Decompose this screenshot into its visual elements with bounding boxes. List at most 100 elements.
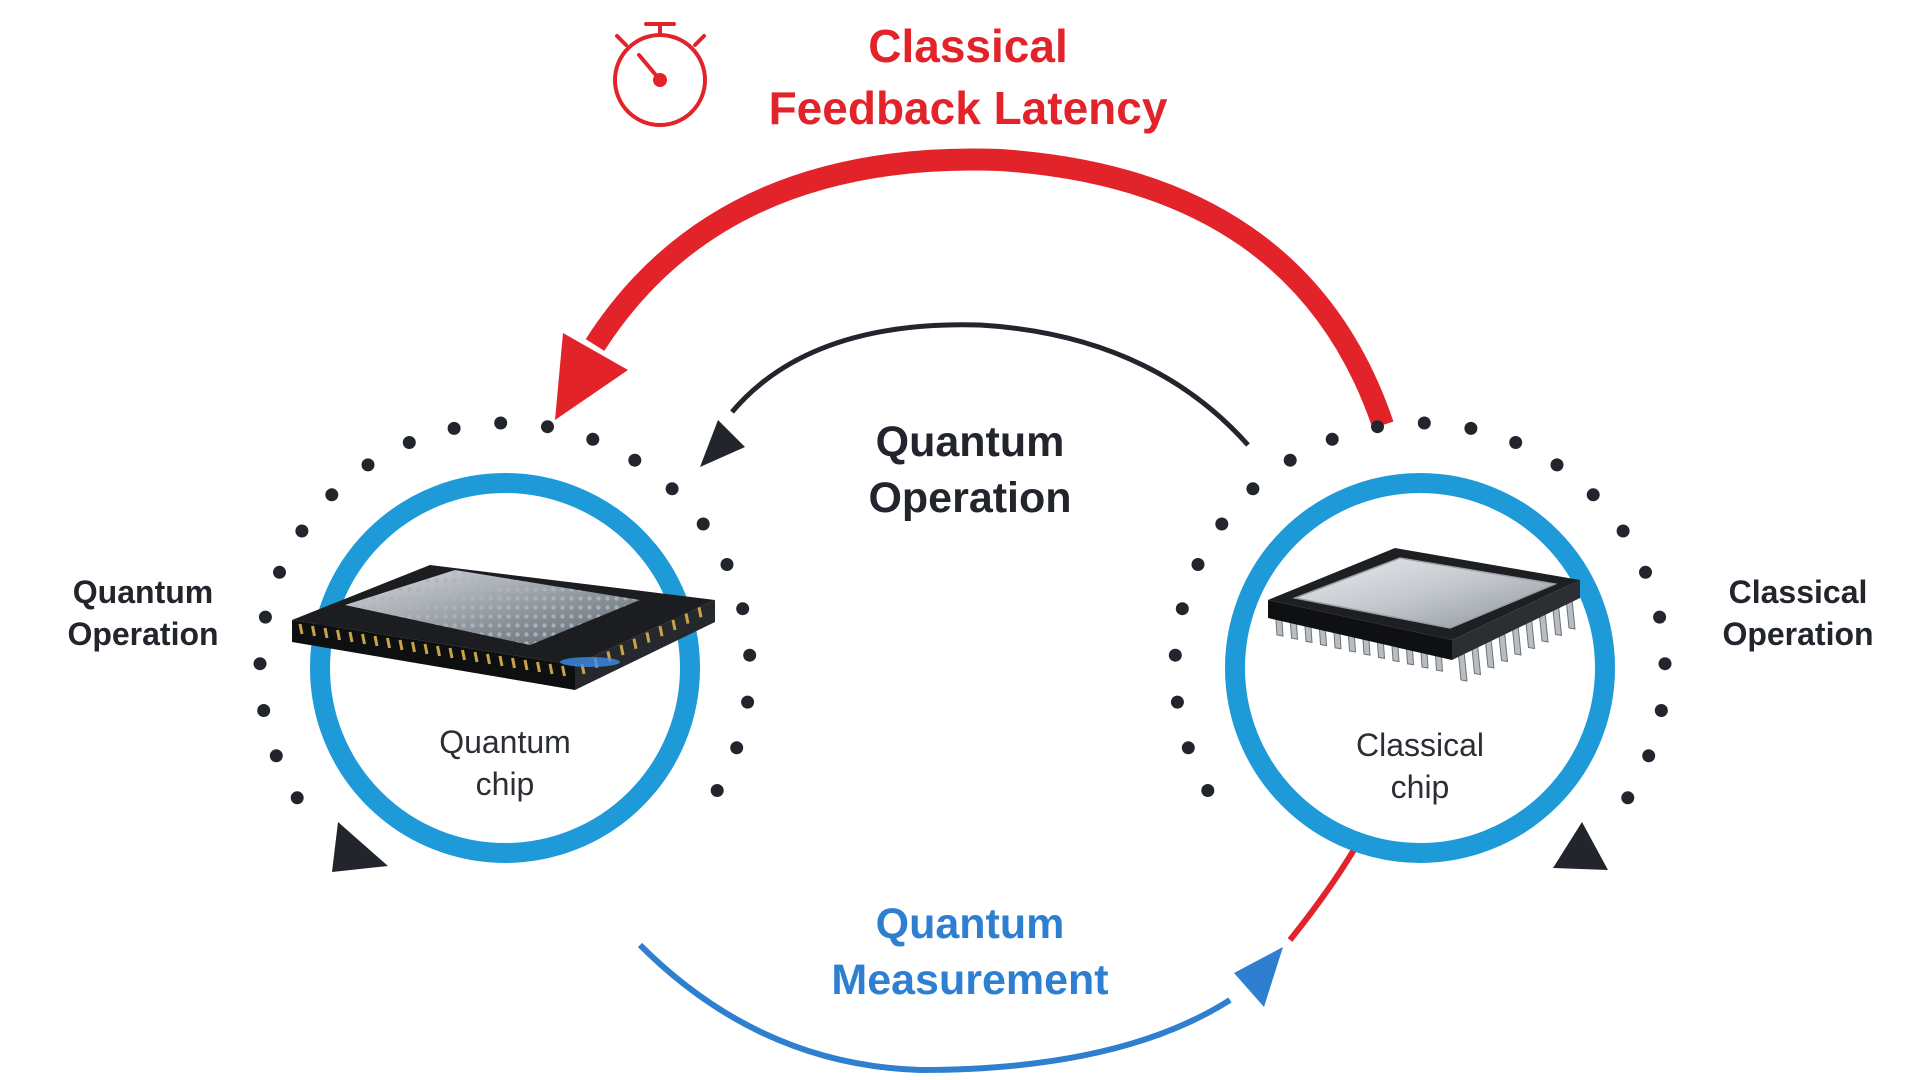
measurement-arrowhead — [1234, 947, 1283, 1007]
quantum-chip-pin — [411, 641, 416, 653]
measurement-line-2: Measurement — [831, 956, 1108, 1004]
classical-dotted-orbit — [1168, 416, 1672, 805]
orbit-dot — [1464, 421, 1478, 435]
orbit-dot — [1246, 482, 1260, 496]
left-operation-line-2: Operation — [67, 616, 218, 652]
feedback-latency-arc — [585, 148, 1394, 429]
orbit-dot — [269, 749, 283, 763]
quantum-chip-pin — [348, 631, 354, 643]
quantum-chip-pin — [436, 645, 441, 657]
quantum-chip-pin — [473, 651, 479, 663]
quantum-chip-pin — [619, 644, 625, 656]
orbit-dot — [325, 488, 339, 502]
quantum-chip-pin — [448, 647, 454, 659]
quantum-operation-arrowhead — [700, 420, 745, 467]
orbit-dot — [1175, 602, 1189, 616]
orbit-dot — [696, 517, 710, 531]
classical-chip-label-line-1: Classical — [1356, 727, 1484, 763]
quantum-chip-pin — [361, 633, 366, 645]
orbit-dot — [541, 420, 554, 434]
orbit-dot — [258, 610, 272, 624]
quantum-orbit-arrowhead — [332, 822, 388, 872]
quantum-chip-pin — [684, 613, 690, 624]
quantum-chip-pin — [298, 623, 304, 635]
orbit-dot — [1283, 453, 1297, 467]
quantum-chip-icon — [292, 565, 715, 690]
quantum-chip-pin — [311, 625, 316, 637]
quantum-chip-pin — [336, 629, 341, 641]
orbit-dot — [361, 458, 375, 472]
orbit-dot — [1616, 524, 1630, 538]
orbit-dot — [1168, 648, 1182, 662]
orbit-dot — [253, 657, 267, 671]
quantum-chip-pin — [536, 661, 541, 673]
right-operation-line-2: Operation — [1722, 616, 1873, 652]
orbit-dot — [741, 695, 755, 709]
orbit-dot — [628, 453, 642, 467]
quantum-chip-pin — [632, 638, 638, 650]
orbit-dot — [295, 524, 309, 538]
quantum-chip-pin — [658, 625, 664, 637]
quantum-chip-pin — [498, 655, 504, 667]
orbit-dot — [665, 482, 679, 496]
quantum-chip-pin — [398, 639, 404, 651]
feedback-return-segment — [1287, 846, 1358, 942]
orbit-dot — [402, 436, 416, 449]
quantum-chip-pin — [423, 643, 429, 655]
right-operation-line-1: Classical — [1729, 574, 1868, 610]
orbit-dot — [1170, 695, 1184, 709]
stopwatch-icon — [613, 22, 707, 127]
quantum-operation-arc — [730, 322, 1250, 447]
orbit-dot — [1654, 704, 1668, 717]
classical-chip-icon — [1268, 548, 1580, 682]
quantum-chip-pin — [486, 653, 491, 665]
quantum-chip-pin — [461, 649, 466, 661]
orbit-dot — [1371, 420, 1384, 434]
orbit-dot — [736, 602, 750, 616]
orbit-dot — [1550, 458, 1564, 472]
quantum-chip-pin — [511, 657, 516, 669]
quantum-chip-pin — [323, 627, 329, 639]
orbit-dot — [1658, 657, 1672, 671]
quantum-chip-pin — [373, 635, 379, 647]
orbit-dot — [1653, 610, 1667, 624]
orbit-dot — [1215, 517, 1229, 531]
classical-orbit-arrowhead — [1553, 822, 1608, 870]
orbit-dot — [1325, 432, 1339, 446]
quantum-chip-pin — [671, 619, 677, 631]
orbit-dot — [494, 416, 508, 430]
orbit-dot — [730, 741, 744, 755]
orbit-dot — [1586, 488, 1600, 502]
quantum-chip-label-line-1: Quantum — [439, 724, 571, 760]
classical-chip-label-line-2: chip — [1391, 769, 1450, 805]
orbit-dot — [1181, 741, 1195, 755]
measurement-line-1: Quantum — [876, 900, 1065, 948]
orbit-dot — [586, 432, 600, 446]
quantum-chip-pin — [561, 665, 566, 677]
center-operation-line-1: Quantum — [876, 418, 1065, 466]
orbit-dot — [1191, 558, 1205, 571]
orbit-dot — [1639, 565, 1652, 579]
orbit-dot — [1417, 416, 1431, 430]
orbit-dot — [273, 565, 286, 579]
quantum-chip-pin — [645, 632, 651, 643]
left-operation-line-1: Quantum — [73, 574, 213, 610]
orbit-dot — [447, 421, 461, 435]
quantum-chip-pin — [697, 607, 703, 618]
title-line-1: Classical — [868, 20, 1067, 72]
quantum-chip-pin — [386, 637, 391, 649]
quantum-dotted-orbit — [253, 416, 757, 805]
orbit-dot — [290, 791, 304, 805]
orbit-dot — [1621, 791, 1635, 805]
orbit-dot — [720, 558, 734, 571]
orbit-dot — [743, 648, 757, 662]
title-line-2: Feedback Latency — [769, 82, 1168, 134]
orbit-dot — [1201, 784, 1215, 797]
feedback-latency-arrowhead — [555, 333, 628, 420]
quantum-chip-pin — [548, 663, 554, 675]
orbit-dot — [1642, 749, 1656, 763]
orbit-dot — [257, 704, 271, 717]
quantum-chip-label-line-2: chip — [476, 766, 535, 802]
measurement-arc — [637, 942, 1232, 1074]
